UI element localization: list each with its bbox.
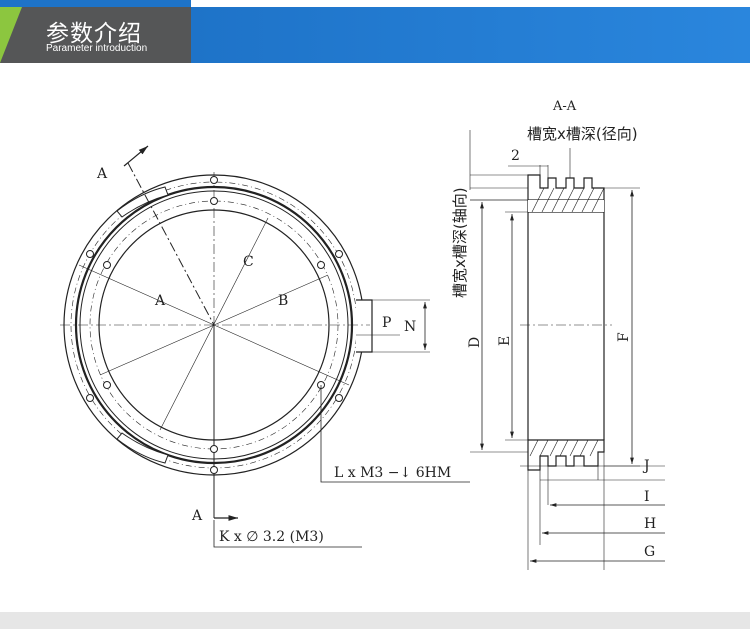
header-blue-bar [191, 7, 750, 63]
dim-a-label: A [154, 293, 166, 309]
header-green-triangle [0, 7, 22, 63]
section-arrow-top [123, 145, 149, 167]
slot-bottom-left [116, 432, 169, 464]
section-mark-bottom: A [191, 508, 203, 524]
dim-e-label: E [497, 336, 513, 346]
hole [103, 381, 111, 389]
dim-f-label: F [616, 332, 632, 342]
header-title-block [0, 7, 191, 63]
hatch-top [531, 187, 605, 213]
dim-h-label: H [644, 516, 656, 532]
page-subtitle: Parameter introduction [46, 43, 148, 54]
through-holes-label: K x ∅ 3.2 (M3) [219, 529, 324, 545]
hole [210, 445, 218, 453]
section-line-upper [127, 162, 215, 326]
dim-p-label: P [382, 315, 391, 331]
dim-c-label: C [243, 254, 254, 270]
hatch-bottom [529, 439, 599, 457]
leader-through [213, 520, 362, 548]
hole [103, 261, 111, 269]
hole [210, 466, 218, 474]
diameter-line-b [99, 274, 329, 376]
section-mark-top: A [96, 166, 108, 182]
dim-d-label: D [467, 337, 483, 348]
front-view [60, 145, 470, 548]
hole [86, 250, 94, 258]
section-top-flange [527, 174, 605, 201]
header-banner: 参数介绍 Parameter introduction [0, 0, 750, 63]
hole [335, 250, 343, 258]
slot-top-left [116, 186, 169, 218]
hole [210, 197, 218, 205]
thread-holes-label: L x M3 −↓ 6HM [334, 465, 451, 481]
dim-b-label: B [278, 293, 288, 309]
footer-bar [0, 612, 750, 629]
section-title: A-A [552, 99, 577, 114]
dim-2-label: 2 [511, 148, 520, 164]
hole [317, 261, 325, 269]
page-title: 参数介绍 [46, 21, 142, 47]
hole [335, 394, 343, 402]
diameter-line-c [159, 217, 269, 431]
section-view [469, 130, 665, 570]
notch-right [356, 299, 373, 353]
groove-radial-label: 槽宽x槽深(径向) [527, 125, 638, 143]
dim-n-label: N [404, 319, 416, 335]
hatch-top-bg [528, 200, 604, 212]
dim-g-label: G [644, 544, 655, 560]
groove-axial-label: 槽宽x槽深(轴向) [451, 187, 469, 298]
leader-thread [320, 385, 470, 483]
mounting-holes [86, 176, 343, 474]
hole [210, 176, 218, 184]
dim-i-label: I [644, 489, 650, 505]
hole [86, 394, 94, 402]
header-accent-bar [0, 0, 191, 7]
dim-j-label: J [642, 458, 650, 474]
technical-drawing: A A A B C P N L x M3 −↓ 6HM K x ∅ 3.2 (M… [60, 99, 665, 570]
